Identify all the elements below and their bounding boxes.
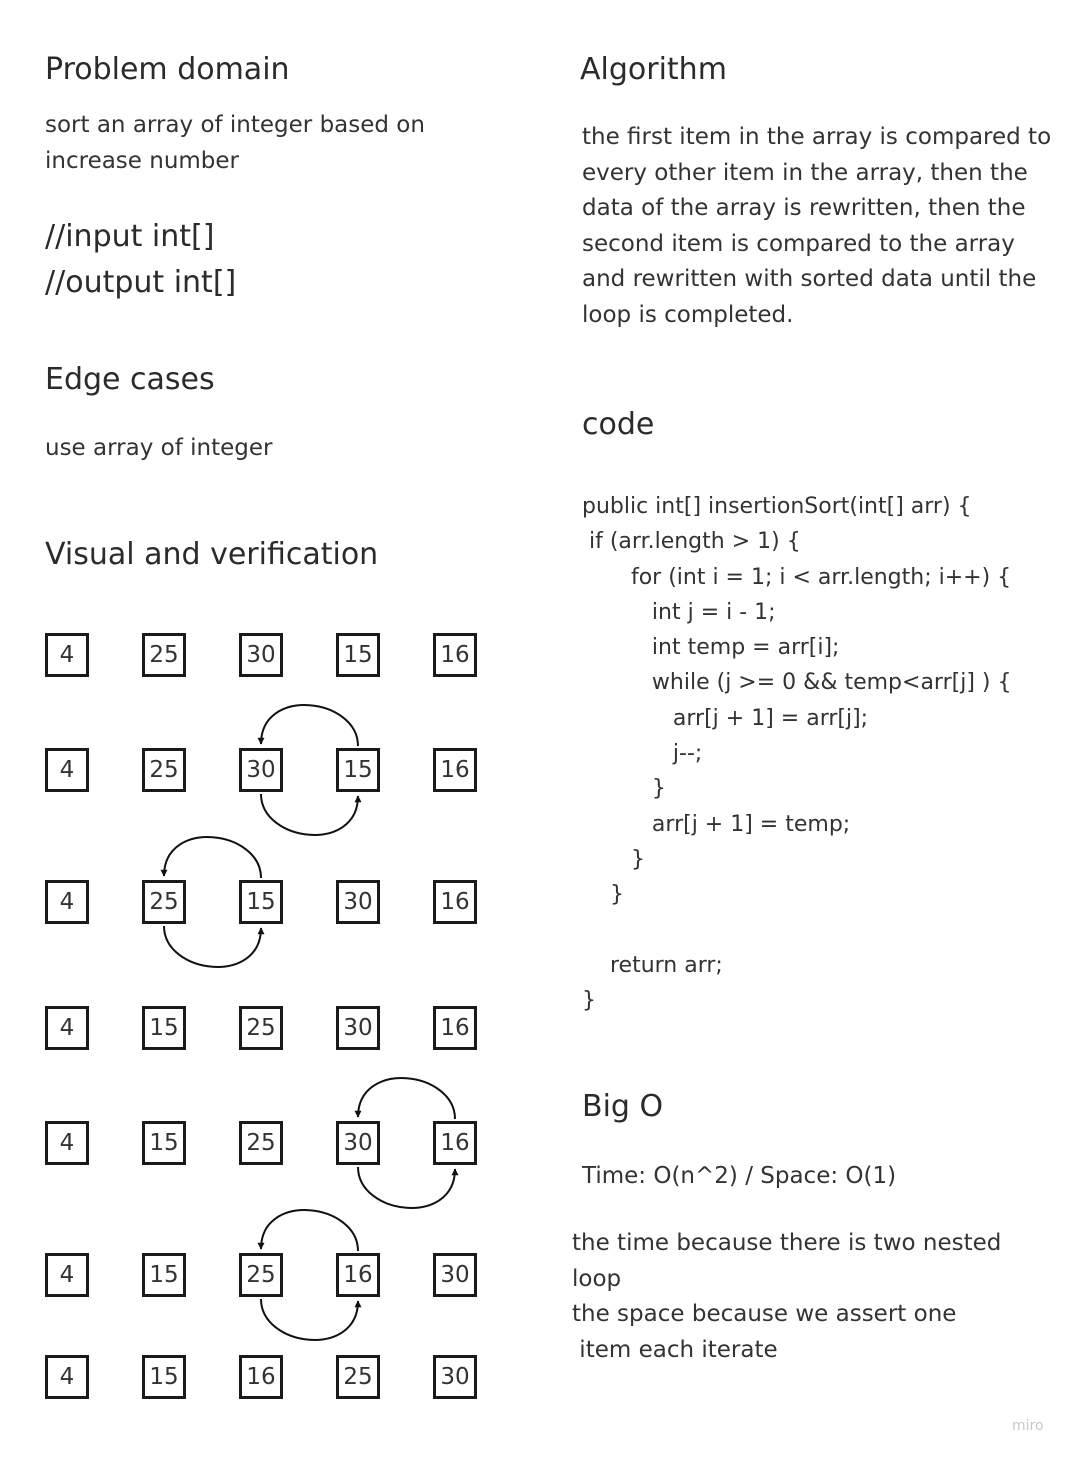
code-line: } xyxy=(582,882,624,908)
code-line: return arr; xyxy=(582,952,723,978)
code-block: public int[] insertionSort(int[] arr) { … xyxy=(582,489,1011,1018)
array-cell: 25 xyxy=(142,880,186,924)
swap-arrow-lower xyxy=(163,925,265,968)
array-cell: 25 xyxy=(142,748,186,792)
array-cell: 15 xyxy=(142,1355,186,1399)
array-cell: 4 xyxy=(45,633,89,677)
code-heading: code xyxy=(582,407,655,442)
complexity-summary: Time: O(n^2) / Space: O(1) xyxy=(582,1163,897,1189)
array-cell: 16 xyxy=(239,1355,283,1399)
big-o-explanation: the time because there is two nested loo… xyxy=(572,1226,1001,1368)
array-cell: 25 xyxy=(239,1121,283,1165)
array-cell: 15 xyxy=(142,1121,186,1165)
array-cell: 30 xyxy=(239,748,283,792)
array-cell: 15 xyxy=(142,1253,186,1297)
array-cell: 25 xyxy=(142,633,186,677)
problem-domain-heading: Problem domain xyxy=(45,52,290,87)
array-cell: 4 xyxy=(45,1121,89,1165)
algorithm-description: the first item in the array is compared … xyxy=(582,120,1051,333)
code-line: } xyxy=(582,988,596,1014)
code-line: while (j >= 0 && temp<arr[j] ) { xyxy=(582,670,1012,696)
array-cell: 15 xyxy=(336,748,380,792)
array-cell: 30 xyxy=(433,1355,477,1399)
swap-arrow-upper xyxy=(160,836,262,879)
array-cell: 16 xyxy=(433,880,477,924)
swap-arrow-lower xyxy=(260,793,362,836)
code-line: } xyxy=(582,776,666,802)
problem-domain-line: sort an array of integer based on xyxy=(45,112,425,138)
algorithm-line: loop is completed. xyxy=(582,301,794,328)
swap-arrow-lower xyxy=(357,1166,459,1209)
code-line: int j = i - 1; xyxy=(582,599,776,625)
array-cell: 16 xyxy=(433,748,477,792)
array-cell: 15 xyxy=(239,880,283,924)
code-line: arr[j + 1] = temp; xyxy=(582,811,851,837)
array-cell: 16 xyxy=(433,1121,477,1165)
array-cell: 30 xyxy=(239,633,283,677)
big-o-line: loop xyxy=(572,1265,622,1292)
problem-domain-description: sort an array of integer based on increa… xyxy=(45,108,425,179)
array-cell: 4 xyxy=(45,748,89,792)
edge-cases-heading: Edge cases xyxy=(45,362,215,397)
algorithm-line: every other item in the array, then the xyxy=(582,159,1028,186)
array-cell: 30 xyxy=(336,1121,380,1165)
array-cell: 15 xyxy=(336,633,380,677)
big-o-heading: Big O xyxy=(582,1089,664,1124)
visual-heading: Visual and verification xyxy=(45,537,379,572)
code-line: int temp = arr[i]; xyxy=(582,635,840,661)
array-cell: 16 xyxy=(433,1006,477,1050)
array-cell: 4 xyxy=(45,1355,89,1399)
array-cell: 4 xyxy=(45,880,89,924)
array-cell: 25 xyxy=(239,1006,283,1050)
big-o-line: the space because we assert one xyxy=(572,1301,957,1327)
problem-domain-line: increase number xyxy=(45,147,240,174)
code-line: arr[j + 1] = arr[j]; xyxy=(582,705,869,731)
algorithm-line: the first item in the array is compared … xyxy=(582,124,1052,150)
algorithm-line: and rewritten with sorted data until the xyxy=(582,266,1037,292)
big-o-line: the time because there is two nested xyxy=(572,1230,1002,1256)
code-line: if (arr.length > 1) { xyxy=(582,529,801,555)
array-cell: 4 xyxy=(45,1253,89,1297)
code-line: j--; xyxy=(582,741,703,767)
code-line: } xyxy=(582,846,645,872)
array-cell: 25 xyxy=(336,1355,380,1399)
array-cell: 16 xyxy=(433,633,477,677)
code-line xyxy=(582,913,1011,948)
swap-arrow-upper xyxy=(257,704,359,747)
swap-arrow-upper xyxy=(354,1077,456,1120)
array-cell: 16 xyxy=(336,1253,380,1297)
input-line: //input int[] xyxy=(45,219,215,254)
array-cell: 30 xyxy=(433,1253,477,1297)
output-line: //output int[] xyxy=(45,265,237,300)
array-cell: 30 xyxy=(336,1006,380,1050)
edge-cases-description: use array of integer xyxy=(45,435,273,461)
swap-arrow-lower xyxy=(260,1298,362,1341)
code-line: public int[] insertionSort(int[] arr) { xyxy=(582,494,972,519)
code-line: for (int i = 1; i < arr.length; i++) { xyxy=(582,564,1012,590)
io-signature: //input int[] //output int[] xyxy=(45,214,236,306)
array-cell: 25 xyxy=(239,1253,283,1297)
array-cell: 4 xyxy=(45,1006,89,1050)
swap-arrow-upper xyxy=(257,1209,359,1252)
algorithm-heading: Algorithm xyxy=(580,52,727,87)
algorithm-line: data of the array is rewritten, then the xyxy=(582,195,1026,221)
array-cell: 15 xyxy=(142,1006,186,1050)
big-o-line: item each iterate xyxy=(572,1336,778,1363)
array-cell: 30 xyxy=(336,880,380,924)
algorithm-line: second item is compared to the array xyxy=(582,230,1015,257)
miro-watermark: miro xyxy=(1012,1418,1044,1434)
